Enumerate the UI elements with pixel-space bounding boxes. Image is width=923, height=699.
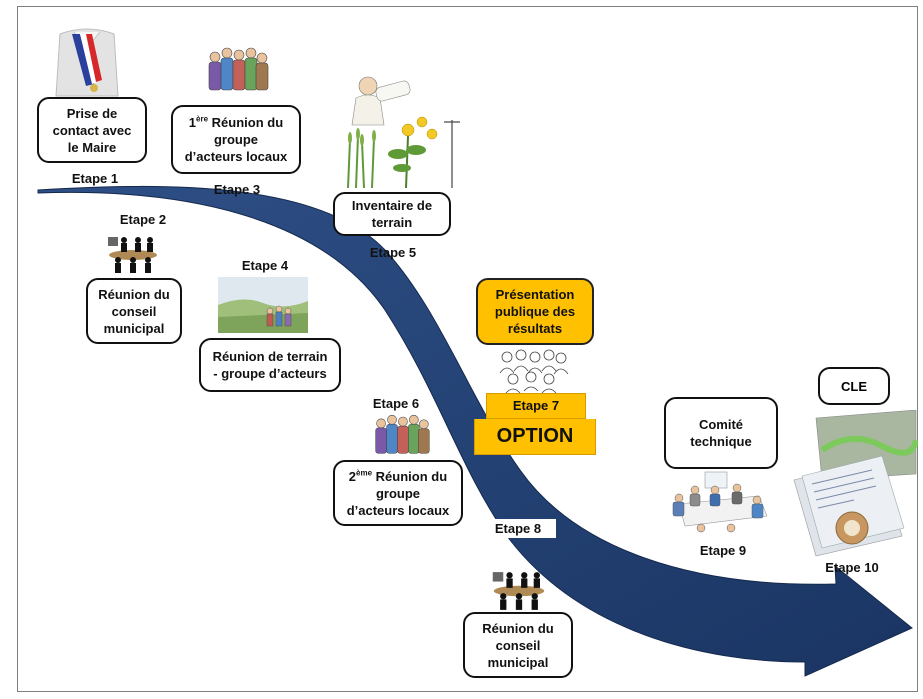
botanist-plants-icon: [347, 76, 460, 189]
step-3-text-1: 1ère Réunion du: [188, 114, 284, 130]
step-2-text-3: municipal: [103, 320, 165, 336]
step-8-text-2: conseil: [495, 637, 541, 653]
step-1-text-3: le Maire: [67, 139, 117, 155]
step-7-label: Etape 7: [486, 393, 586, 419]
step-2-text-2: conseil: [111, 303, 157, 319]
step-1-label: Etape 1: [71, 171, 119, 186]
step-1-text-1: Prise de: [66, 105, 118, 121]
step-6-box: 2ème Réunion du groupe d’acteurs locaux: [333, 460, 463, 526]
option-badge: OPTION: [474, 419, 596, 455]
step-5-box: Inventaire de terrain: [333, 192, 451, 236]
crowd-sketch-icon: [499, 349, 569, 393]
meeting-table-icon-2: [492, 572, 545, 610]
step-4-box: Réunion de terrain - groupe d’acteurs: [199, 338, 341, 392]
step-2-label: Etape 2: [119, 212, 167, 227]
diagram-frame: [17, 6, 918, 692]
step-8-text-3: municipal: [487, 654, 549, 670]
step-4-text-2: - groupe d’acteurs: [213, 366, 327, 381]
office-meeting-icon: [672, 471, 768, 533]
step-7-text-1: Présentation: [495, 287, 575, 302]
step-4-label: Etape 4: [241, 258, 289, 273]
step-3-text-2: groupe: [213, 132, 259, 147]
step-3-label: Etape 3: [213, 182, 261, 197]
step-4-text-1: Réunion de terrain: [212, 349, 328, 364]
step-6-text-2: groupe: [375, 485, 421, 501]
step-3-text-3: d’acteurs locaux: [184, 149, 288, 164]
group-people-icon: [208, 47, 269, 91]
step-5-text-1: Inventaire de: [351, 198, 433, 213]
step-10-label: Etape 10: [825, 560, 879, 575]
landscape-people-icon: [218, 277, 308, 333]
step-6-text-1: 2ème Réunion du: [348, 468, 448, 484]
step-8-text-1: Réunion du: [482, 620, 554, 636]
step-2-box: Réunion du conseil municipal: [86, 278, 182, 344]
mayor-sash-icon: [55, 28, 119, 97]
step-8-label: Etape 8: [480, 519, 556, 538]
step-5-label: Etape 5: [369, 245, 417, 260]
step-2-text-1: Réunion du: [98, 286, 170, 302]
step-8-box: Réunion du conseil municipal: [463, 612, 573, 678]
group-people-icon-2: [375, 414, 430, 454]
step-9-text-2: technique: [690, 434, 752, 449]
documents-maps-icon: [793, 410, 918, 557]
cle-badge: CLE: [818, 367, 890, 405]
step-3-box: 1ère Réunion du groupe d’acteurs locaux: [171, 105, 301, 174]
step-1-text-2: contact avec: [52, 122, 132, 138]
step-7-text-3: résultats: [507, 321, 563, 336]
step-9-text-1: Comité: [698, 417, 744, 432]
step-5-text-2: terrain: [371, 215, 413, 230]
step-1-box: Prise de contact avec le Maire: [37, 97, 147, 163]
step-6-label: Etape 6: [372, 396, 420, 411]
step-7-box: Présentation publique des résultats: [476, 278, 594, 345]
meeting-table-icon: [108, 237, 157, 273]
step-6-text-3: d’acteurs locaux: [346, 502, 450, 518]
step-9-box: Comité technique: [664, 397, 778, 469]
step-7-text-2: publique des: [494, 304, 576, 319]
step-9-label: Etape 9: [699, 543, 747, 558]
